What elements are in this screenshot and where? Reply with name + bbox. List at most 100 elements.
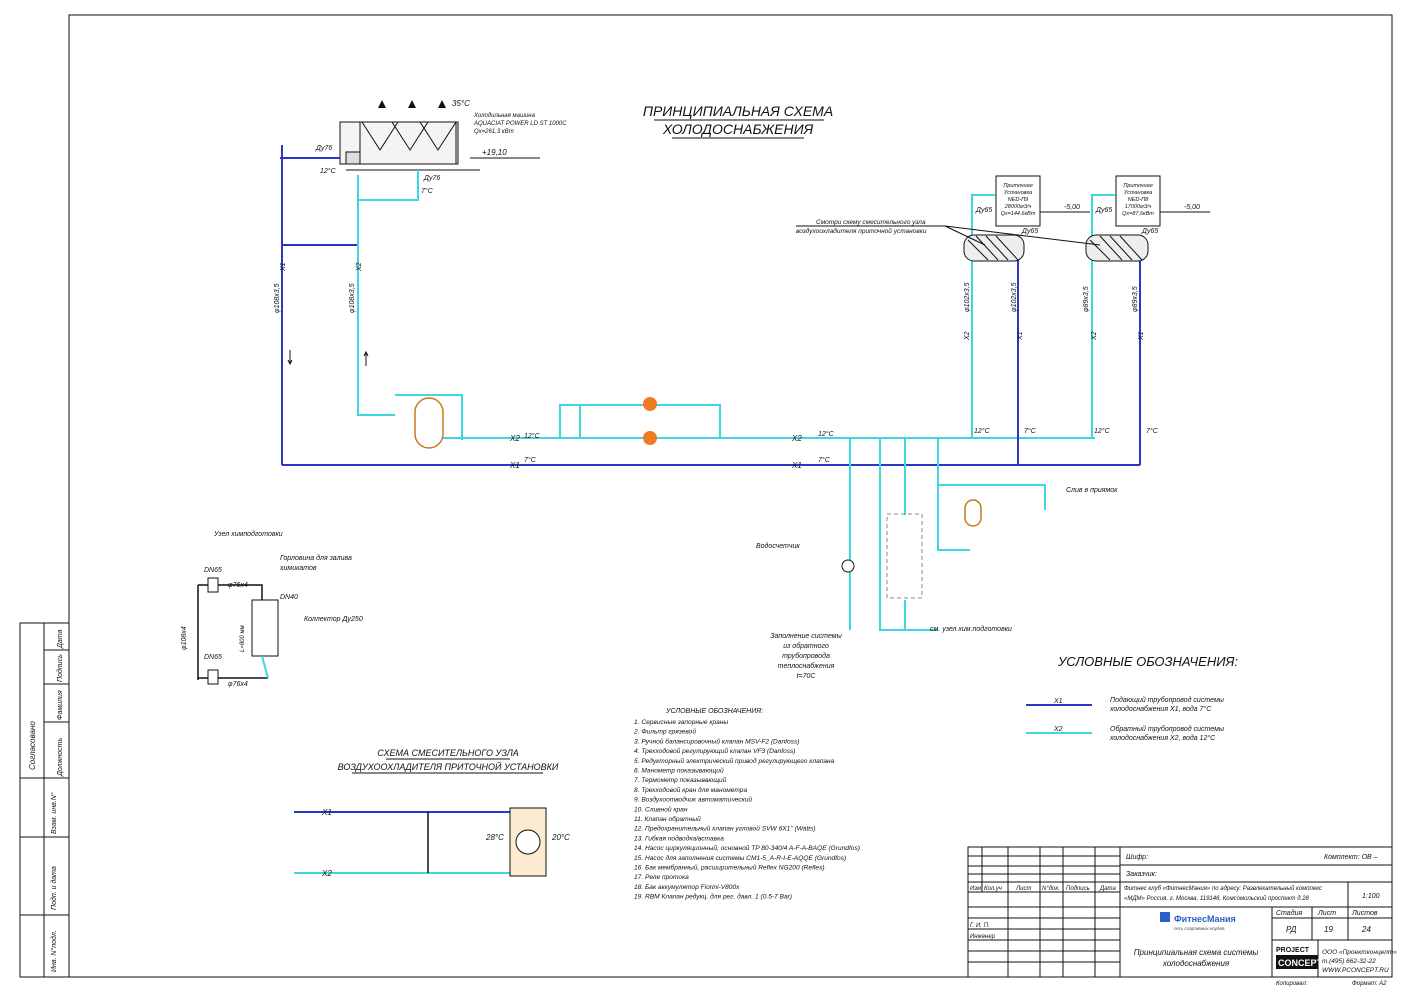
water-meter-icon [841,559,855,573]
drawing-frame [68,14,1393,978]
chiller-t-ret: 12°C [320,167,337,175]
chem-neck1: Горловина для залива [280,554,352,562]
chem-title: Узел химподготовки [213,530,283,538]
note-item: 3. Ручной балансировочный клапан MSV-F2 … [634,737,799,745]
ahu2-dn2: Ду65 [1141,228,1158,235]
note-item: 11. Клапан обратный [634,815,701,823]
logo-sub: сеть спортивных клубов [1174,926,1225,931]
stamp-format: Формат: А2 [1352,981,1387,987]
legend-x1-code: Х1 [1053,698,1063,705]
side-sign: Подп. и дата [50,866,58,910]
chem-dn65b: DN65 [204,654,222,661]
ahu1-x2: Х2 [964,331,971,341]
chem-ref-box [886,513,923,599]
note-item: 19. RBM Клапан редукц. для рег. давл. 1 … [634,893,792,901]
side-col-date: Дата [57,629,64,649]
mix-x2: Х2 [321,869,332,878]
stamp-stage: РД [1286,925,1297,934]
water-meter-label: Водосчетчик [756,542,800,550]
ahu2-l3: NED-П8 [1128,197,1149,203]
note-item: 7. Термометр показывающий [634,776,727,784]
stamp-firm-3: WWW.PCONCEPT.RU [1322,967,1389,974]
ahu1-p102a: φ102х3,5 [964,282,971,312]
ahu1-l2: Установка [1003,190,1032,196]
chiller-model: AQUACIAT POWER LD ST 1000C [473,121,567,127]
ahu2-l1: Приточная [1123,183,1152,189]
label-t12-b: 12°C [818,430,835,438]
chem-p76b: φ76х4 [228,681,248,688]
pump-icon [643,431,657,445]
stamp-h-date: Дата [1099,886,1116,892]
ahu1-dn: Ду65 [975,207,992,214]
legend-x2-t1: Обратный трубопровод системы [1110,725,1225,733]
pc-logo-1: PROJECT [1276,947,1310,954]
ahu2-x1: Х1 [1138,331,1145,341]
pc-logo-2: CONCEPT [1278,958,1323,968]
drawing-title-2: ХОЛОДОСНАБЖЕНИЯ [662,121,814,137]
mix-t28: 28°C [485,833,504,842]
stamp-object-1: Фитнес клуб «ФитнесМания» по адресу: Раз… [1124,885,1322,892]
side-col-pos: Должность [57,737,64,777]
note-item: 18. Бак аккумулятор Fiorini-V800x [634,884,740,891]
stamp-copied: Копировал: [1276,981,1308,987]
cooler-2 [1085,234,1149,262]
chem-p76a: φ76х4 [228,582,248,589]
label-x2-main-b: Х2 [791,434,802,443]
expansion-tank [964,499,982,527]
stamp-list: 19 [1324,925,1333,934]
note-item: 9. Воздухоотводчик автоматический [634,796,752,804]
stamp-firm-1: ООО «Проектконцепт» [1322,949,1397,956]
ahu1-level: -5,00 [1064,204,1080,211]
ahu2-l4: 17000м3/ч [1125,204,1152,210]
stamp-cipher: Шифр: [1126,854,1148,861]
title-block: Шифр: Комплект: ОВ – Заказчик: Изм Кол.у… [967,846,1397,987]
chiller-dn-in: Ду76 [315,145,332,152]
ahu1-dn2: Ду65 [1021,228,1038,235]
fill-l1: Заполнение системы [770,633,842,640]
mix-title-2: ВОЗДУХООХЛАДИТЕЛЯ ПРИТОЧНОЙ УСТАНОВКИ [338,761,559,772]
pipe-x2-chiller [357,175,395,416]
notes-title: УСЛОВНЫЕ ОБОЗНАЧЕНИЯ: [665,708,763,715]
label-x1-main: Х1 [509,461,520,470]
fill-l2: из обратного [783,642,829,650]
note-item: 12. Предохранительный клапан угловой SVW… [634,825,816,833]
label-p108-a: φ108х3,5 [274,283,281,313]
label-t7-a: 7°C [524,456,537,464]
ahu1-l3: NED-П9 [1008,197,1029,203]
note-item: 2. Фильтр грязевой [633,728,696,736]
note-item: 8. Трехходовой кран для манометра [634,786,747,794]
side-col-sign: Подпись [56,654,64,682]
note-item: 1. Сервисные запорные краны [634,719,728,726]
legend-x1-t1: Подающий трубопровод системы [1110,696,1225,704]
label-x2-main: Х2 [509,434,520,443]
buffer-tank [414,397,444,449]
cooler-1 [963,234,1025,262]
legend-title: УСЛОВНЫЕ ОБОЗНАЧЕНИЯ: [1057,654,1238,669]
legend-x1-t2: холодоснабжения Х1, вода 7°C [1109,705,1212,713]
label-x1-a: Х1 [280,262,287,272]
side-inv: Инв. N°подл. [50,930,58,972]
stamp-list-h: Лист [1317,910,1336,917]
ahu-1 [995,175,1041,227]
stamp-h-izm: Изм [970,886,981,892]
stamp-stage-h: Стадия [1276,909,1302,917]
pump-icon [643,397,657,411]
chem-ref-label: см. узел хим.подготовки [930,625,1012,633]
chem-p108: φ108х4 [181,626,188,650]
note-item: 13. Гибкая подводка/вставка [634,834,724,842]
side-stamp: Согласовано Дата Подпись Фамилия Должнос… [19,622,70,978]
chem-collector: Коллектор Ду250 [304,616,363,623]
chem-neck2: химикатов [279,565,317,572]
chiller-t-sup: 7°C [421,187,434,195]
ahu2-level: -5,00 [1184,204,1200,211]
ahu-2 [1115,175,1161,227]
mix-note-1: Смотри схему смесительного узла [816,219,926,226]
drain-label: Слив в приямок [1066,487,1118,494]
mixing-node: СХЕМА СМЕСИТЕЛЬНОГО УЗЛА ВОЗДУХООХЛАДИТЕ… [294,748,570,878]
notes-list: 1. Сервисные запорные краны 2. Фильтр гря… [633,719,860,901]
note-item: 4. Трехходовой регулирующий клапан VF3 (… [634,747,796,755]
fill-l5: t=70C [797,673,817,680]
side-col-name: Фамилия [57,690,64,720]
note-item: 17. Реле протока [634,874,689,881]
ahu2-l2: Установка [1123,190,1152,196]
